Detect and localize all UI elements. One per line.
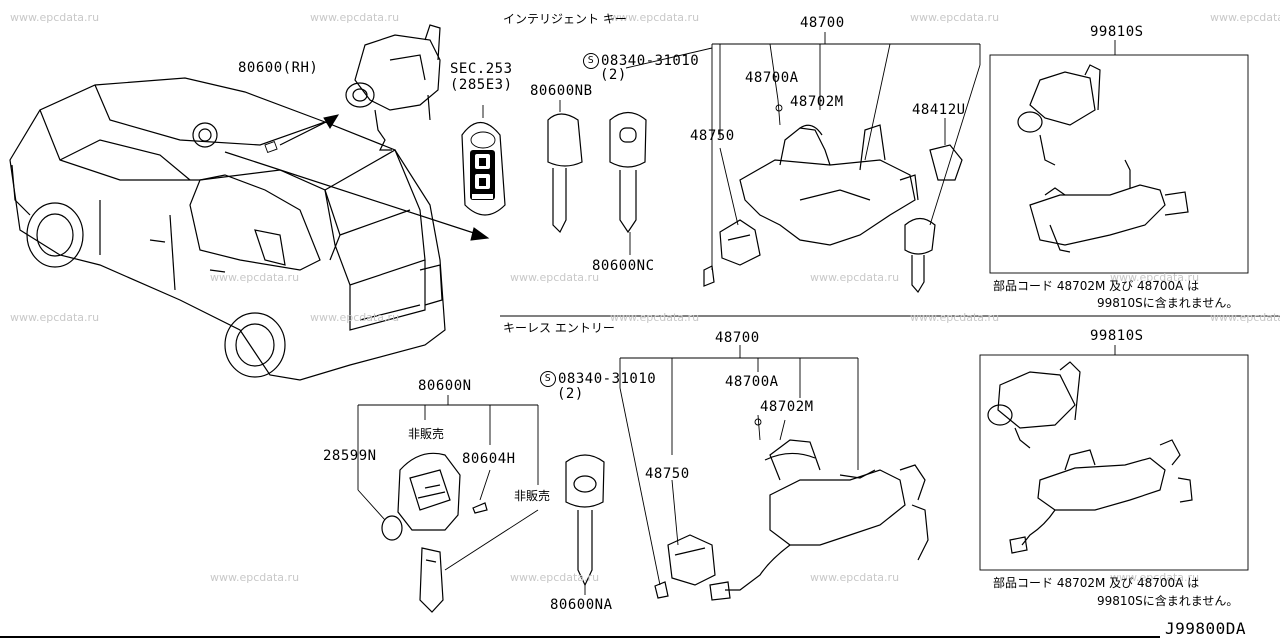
leader-lines-top bbox=[625, 32, 981, 270]
label-sec-253: SEC.253 bbox=[450, 61, 513, 77]
ignition-lock-assembly-bottom bbox=[654, 414, 929, 601]
note-top-line2: 99810Sに含まれません。 bbox=[1097, 296, 1239, 310]
watermark: www.epcdata.ru bbox=[610, 11, 700, 24]
kit-99810s-top bbox=[989, 40, 1249, 274]
key-80600nc bbox=[609, 111, 647, 255]
label-sec-285e3: (285E3) bbox=[450, 77, 513, 93]
label-48700-top: 48700 bbox=[800, 15, 845, 31]
label-48700a-top: 48700A bbox=[745, 70, 799, 86]
intelligent-key-fob bbox=[461, 105, 506, 216]
vehicle-illustration bbox=[9, 77, 446, 381]
ignition-lock-assembly-top bbox=[703, 99, 963, 294]
watermark: www.epcdata.ru bbox=[610, 311, 700, 324]
label-48700a-bottom: 48700A bbox=[725, 374, 779, 390]
key-80600nb bbox=[547, 100, 583, 234]
key-set-80600n bbox=[357, 395, 539, 613]
kit-99810s-bottom bbox=[979, 345, 1249, 571]
label-28599n: 28599N bbox=[323, 448, 377, 464]
watermark: www.epcdata.ru bbox=[210, 271, 300, 284]
label-hihanbai-1: 非販売 bbox=[408, 427, 445, 441]
door-lock-cylinder-rh bbox=[345, 24, 441, 151]
label-48750-top: 48750 bbox=[690, 128, 735, 144]
section-title-keyless-entry: キーレス エントリー bbox=[503, 321, 615, 335]
diagram-code: J99800DA bbox=[1165, 619, 1247, 638]
note-bottom-line1: 部品コード 48702M 及び 48700A は bbox=[993, 576, 1200, 590]
label-80600nb: 80600NB bbox=[530, 83, 593, 99]
section-title-intelligent-key: インテリジェント キー bbox=[503, 12, 627, 26]
s-symbol: S bbox=[583, 53, 599, 69]
watermark: www.epcdata.ru bbox=[310, 311, 400, 324]
label-80600na: 80600NA bbox=[550, 597, 613, 613]
key-80600na bbox=[565, 454, 605, 595]
label-48700-bottom: 48700 bbox=[715, 330, 760, 346]
watermark: www.epcdata.ru bbox=[1110, 271, 1200, 284]
leader-lines-bottom bbox=[619, 345, 859, 586]
note-bottom-line2: 99810Sに含まれません。 bbox=[1097, 594, 1239, 608]
watermark: www.epcdata.ru bbox=[910, 311, 1000, 324]
watermark: www.epcdata.ru bbox=[1110, 571, 1200, 584]
watermark: www.epcdata.ru bbox=[10, 11, 100, 24]
s-symbol: S bbox=[540, 371, 556, 387]
watermark: www.epcdata.ru bbox=[1210, 311, 1280, 324]
watermark: www.epcdata.ru bbox=[510, 571, 600, 584]
watermark: www.epcdata.ru bbox=[310, 11, 400, 24]
watermark: www.epcdata.ru bbox=[810, 571, 900, 584]
label-80604h: 80604H bbox=[462, 451, 516, 467]
note-top-line1: 部品コード 48702M 及び 48700A は bbox=[993, 279, 1200, 293]
watermark: www.epcdata.ru bbox=[910, 11, 1000, 24]
pointer-arrows bbox=[224, 114, 490, 241]
label-80600n: 80600N bbox=[418, 378, 472, 394]
label-80600nc: 80600NC bbox=[592, 258, 655, 274]
label-99810s-top: 99810S bbox=[1090, 24, 1144, 40]
label-80600-rh: 80600(RH) bbox=[238, 60, 319, 76]
label-08340-top-qty: (2) bbox=[600, 67, 627, 83]
watermark: www.epcdata.ru bbox=[810, 271, 900, 284]
label-48702m-bottom: 48702M bbox=[760, 399, 814, 415]
label-48412u: 48412U bbox=[912, 102, 966, 118]
label-48702m-top: 48702M bbox=[790, 94, 844, 110]
watermark: www.epcdata.ru bbox=[210, 571, 300, 584]
label-08340-bottom-qty: (2) bbox=[557, 386, 584, 402]
watermark: www.epcdata.ru bbox=[10, 311, 100, 324]
watermark: www.epcdata.ru bbox=[1210, 11, 1280, 24]
label-99810s-bottom: 99810S bbox=[1090, 328, 1144, 344]
watermark: www.epcdata.ru bbox=[510, 271, 600, 284]
label-hihanbai-2: 非販売 bbox=[514, 489, 551, 503]
label-48750-bottom: 48750 bbox=[645, 466, 690, 482]
